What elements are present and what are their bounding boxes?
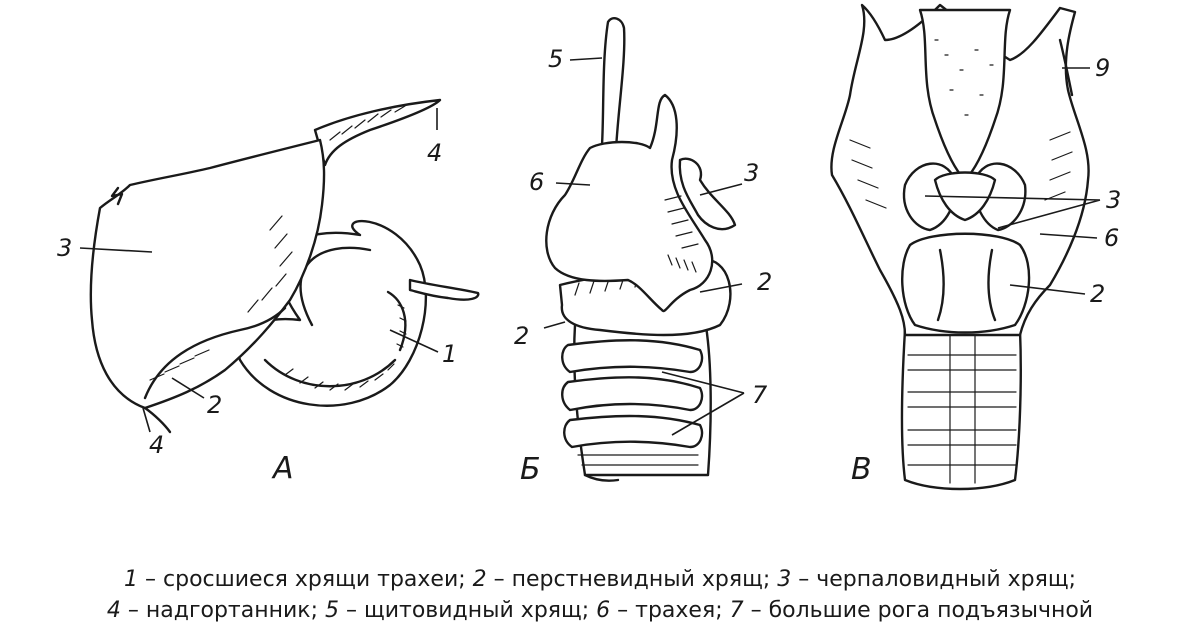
panel-b-label-3: 3: [744, 159, 760, 187]
panel-a-label-3: 3: [57, 234, 73, 262]
panel-b-letter: Б: [520, 452, 541, 487]
larynx-figure: 3 4 2 4 1 А 5 6 3 2 2 7 Б 9 3 6 2 В: [57, 3, 1122, 491]
figure-caption: 1 – сросшиеся хрящи трахеи; 2 – перстнев…: [0, 564, 1200, 626]
panel-b-thyroid-body: [545, 93, 714, 313]
larynx-illustrations: [79, 3, 1101, 491]
caption-num: 2: [472, 567, 487, 592]
panel-a-label-1: 1: [442, 340, 458, 368]
panel-a-main-cartilage: [89, 138, 326, 410]
panel-c-letter: В: [851, 452, 872, 487]
panel-c-label-9: 9: [1095, 54, 1111, 82]
leader-lines: [79, 57, 1101, 436]
caption-text: – надгортанник;: [120, 598, 325, 623]
panel-a-letter: А: [273, 451, 294, 486]
panel-a-horn-tip: [408, 278, 480, 301]
caption-text: – большие рога подъязычной: [743, 598, 1094, 623]
caption-num: 7: [729, 598, 744, 623]
caption-text: – черпаловидный хрящ;: [791, 567, 1076, 592]
panel-b-label-2-right: 2: [757, 268, 773, 296]
caption-text: – перстневидный хрящ;: [486, 567, 778, 592]
caption-num: 1: [124, 567, 139, 592]
caption-line-2: 4 – надгортанник; 5 – щитовидный хрящ; 6…: [0, 595, 1200, 626]
caption-text: – щитовидный хрящ;: [339, 598, 597, 623]
panel-c-drawing: [830, 3, 1090, 491]
caption-line-1: 1 – сросшиеся хрящи трахеи; 2 – перстнев…: [0, 564, 1200, 595]
panel-b-label-2-left: 2: [514, 322, 530, 350]
caption-num: 5: [325, 598, 339, 623]
panel-c-cricoid: [901, 232, 1031, 334]
caption-num: 4: [106, 598, 121, 623]
panel-b-drawing: [545, 17, 737, 482]
panel-c-label-3: 3: [1106, 186, 1122, 214]
panel-a-label-4-bottom: 4: [149, 431, 165, 459]
panel-b-arytenoid: [678, 157, 737, 231]
panel-a-epiglottis-upper: [313, 98, 442, 167]
panel-a-label-2: 2: [207, 391, 223, 419]
caption-text: – сросшиеся хрящи трахеи;: [138, 567, 473, 592]
panel-b-thyroid-horn: [600, 17, 626, 152]
panel-b-label-6: 6: [529, 168, 545, 196]
panel-c-label-2: 2: [1090, 280, 1106, 308]
caption-num: 3: [777, 567, 792, 592]
panel-c-label-6: 6: [1104, 224, 1120, 252]
panel-b-label-5: 5: [548, 45, 564, 73]
panel-a-drawing: [89, 98, 480, 434]
panel-b-label-7: 7: [752, 381, 768, 409]
panel-a-label-4-top: 4: [427, 139, 443, 167]
caption-num: 6: [596, 598, 611, 623]
caption-text: – трахея;: [610, 598, 730, 623]
